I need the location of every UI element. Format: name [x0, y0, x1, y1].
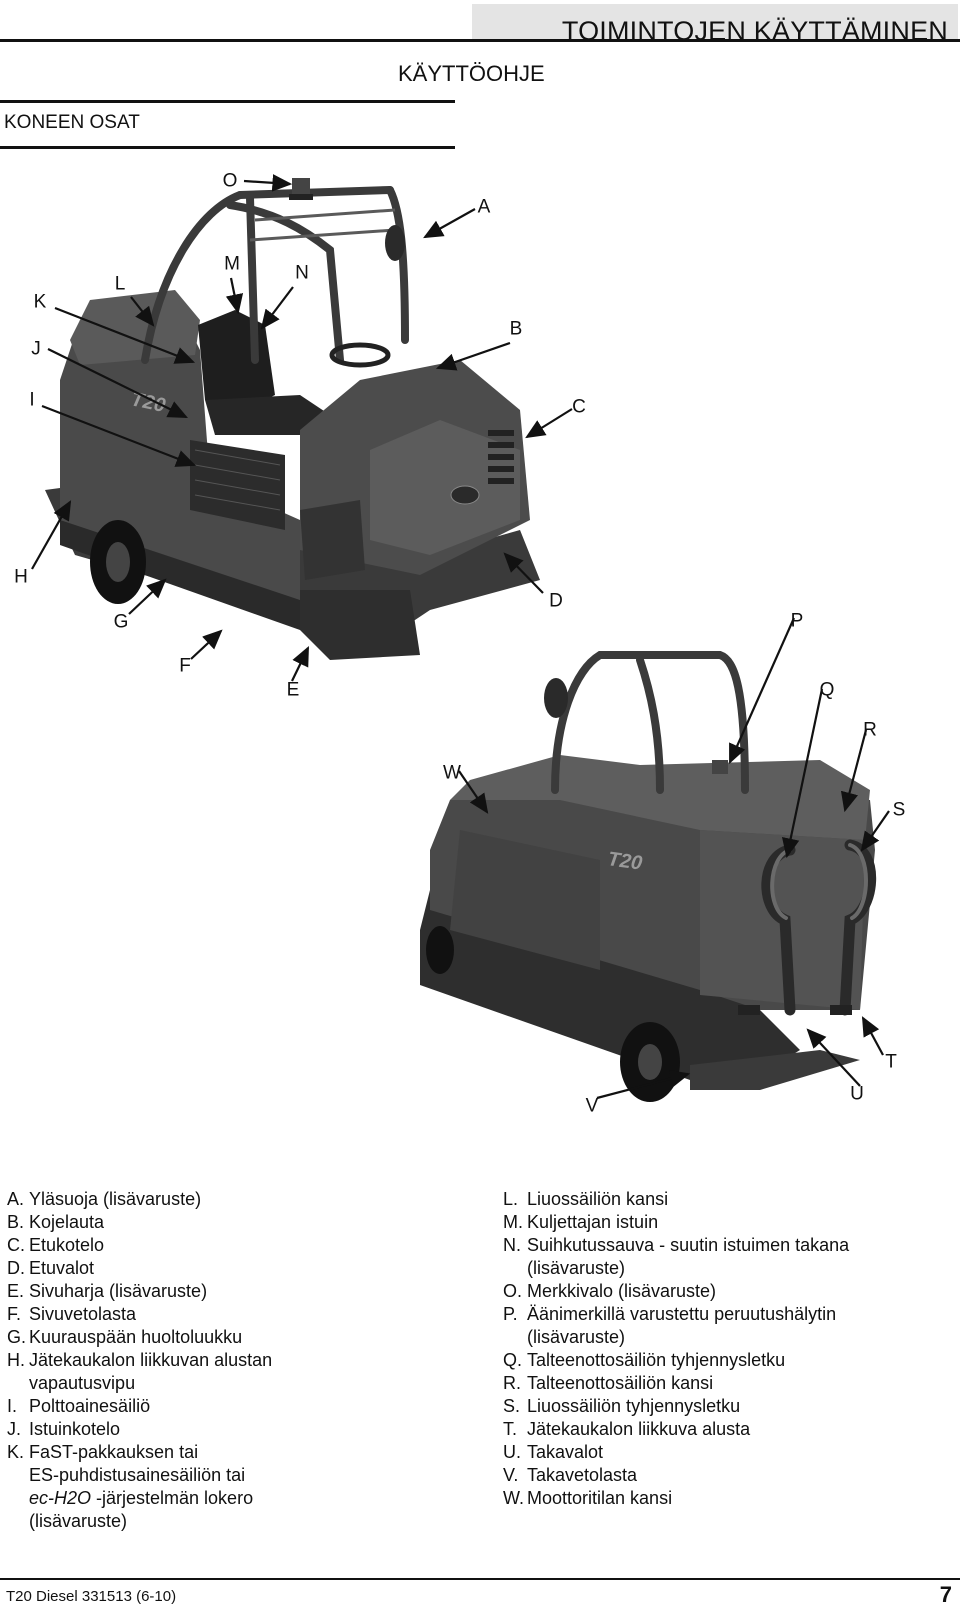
doc-title: KÄYTTÖOHJE — [398, 61, 545, 86]
leader-lines — [31, 174, 890, 1100]
machine-illustration: T20 — [31, 174, 890, 1102]
callout-a: A — [477, 196, 491, 218]
footer-doc-ref: T20 Diesel 331513 (6-10) — [6, 1588, 177, 1605]
legend-item-s: S.Liuossäiliön tyhjennysletku — [503, 1396, 741, 1416]
legend-item-g: G.Kuurauspään huoltoluukku — [7, 1327, 243, 1347]
callout-h: H — [14, 566, 28, 588]
legend-item-v: V.Takavetolasta — [503, 1465, 638, 1485]
legend-item-a: A.Yläsuoja (lisävaruste) — [7, 1189, 202, 1209]
callout-l: L — [114, 273, 126, 295]
legend-item-u: U.Takavalot — [503, 1442, 604, 1462]
footer-rule — [0, 1578, 960, 1580]
callout-j: J — [31, 338, 41, 360]
callout-e: E — [286, 679, 300, 701]
callout-f: F — [179, 655, 191, 677]
legend-item-r: R.Talteenottosäiliön kansi — [503, 1373, 714, 1393]
callout-k: K — [33, 291, 47, 313]
legend-item-c: C.Etukotelo — [7, 1235, 105, 1255]
callout-n: N — [295, 262, 309, 284]
callout-m: M — [224, 253, 240, 275]
legend-item-w: W.Moottoritilan kansi — [503, 1488, 673, 1508]
legend-item-m: M.Kuljettajan istuin — [503, 1212, 659, 1232]
header-rule — [0, 39, 960, 42]
callout-r: R — [863, 719, 877, 741]
callout-o: O — [222, 170, 238, 192]
callout-q: Q — [819, 679, 835, 701]
legend-item-f: F.Sivuvetolasta — [7, 1304, 137, 1324]
section-title: KONEEN OSAT — [4, 112, 140, 133]
callout-i: I — [29, 389, 35, 411]
callout-u: U — [850, 1083, 864, 1105]
legend-right: L.Liuossäiliön kansi M.Kuljettajan istui… — [503, 1188, 953, 1510]
callout-p: P — [790, 610, 804, 632]
callout-d: D — [549, 590, 563, 612]
callout-g: G — [113, 611, 129, 633]
legend-item-o: O.Merkkivalo (lisävaruste) — [503, 1281, 717, 1301]
callout-s: S — [892, 799, 906, 821]
model-mark-bottom: T20 — [606, 848, 643, 875]
callout-t: T — [885, 1051, 897, 1073]
header-band: TOIMINTOJEN KÄYTTÄMINEN — [472, 4, 958, 46]
legend-item-p: P.Äänimerkillä varustettu peruutushälyti… — [503, 1304, 837, 1347]
section-rule-bottom — [0, 146, 455, 149]
legend-item-q: Q.Talteenottosäiliön tyhjennysletku — [503, 1350, 786, 1370]
page-number: 7 — [939, 1582, 952, 1607]
callout-c: C — [572, 396, 586, 418]
callout-v: V — [585, 1095, 599, 1117]
callout-w: W — [443, 762, 461, 784]
legend-item-e: E.Sivuharja (lisävaruste) — [7, 1281, 208, 1301]
legend-item-t: T.Jätekaukalon liikkuva alusta — [503, 1419, 751, 1439]
legend-left: A.Yläsuoja (lisävaruste) B.Kojelauta C.E… — [7, 1188, 447, 1533]
legend-item-d: D.Etuvalot — [7, 1258, 95, 1278]
machine-figure: T20 — [0, 150, 960, 1150]
legend-item-l: L.Liuossäiliön kansi — [503, 1189, 669, 1209]
legend-item-n: N.Suihkutussauva - suutin istuimen takan… — [503, 1235, 850, 1278]
front-view-machine: T20 — [45, 178, 540, 660]
legend-item-j: J.Istuinkotelo — [7, 1419, 121, 1439]
legend-item-b: B.Kojelauta — [7, 1212, 105, 1232]
callout-b: B — [509, 318, 523, 340]
legend-item-i: I.Polttoainesäiliö — [7, 1396, 151, 1416]
rear-view-machine: T20 — [420, 651, 877, 1102]
section-rule-top — [0, 100, 455, 103]
header-section-title: TOIMINTOJEN KÄYTTÄMINEN — [561, 16, 948, 46]
